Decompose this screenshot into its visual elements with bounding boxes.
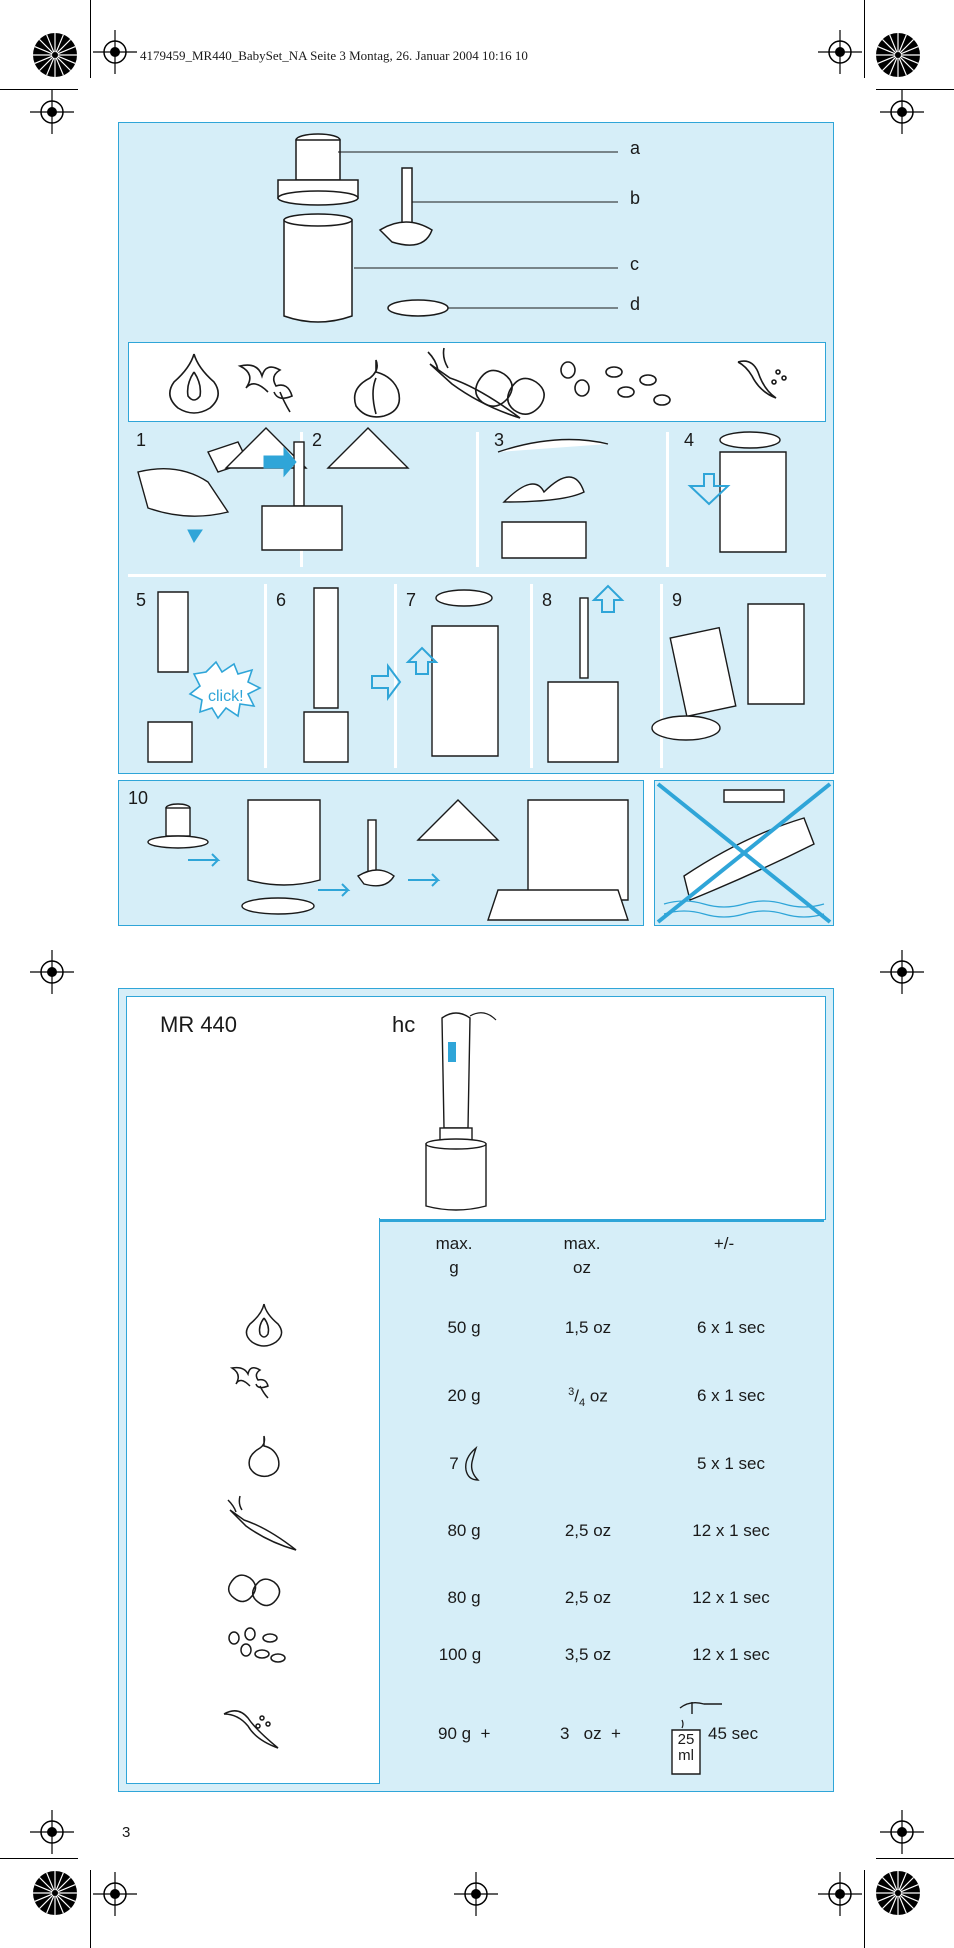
water-measure-icon xyxy=(671,1701,722,1775)
parsley-icon xyxy=(237,364,293,413)
step-number-7: 7 xyxy=(406,590,417,610)
step-divider xyxy=(476,432,479,567)
row2-g: 20 g xyxy=(447,1386,481,1405)
chili-icon xyxy=(737,360,787,399)
carrot-icon xyxy=(427,347,521,419)
crop-line xyxy=(0,1858,78,1859)
row2-oz-unit: oz xyxy=(585,1386,608,1406)
row7-oz: 3 oz + xyxy=(560,1724,621,1743)
col-header-max-g-line1: max. xyxy=(435,1234,473,1253)
row4-g: 80 g xyxy=(447,1521,481,1540)
walnut-icon xyxy=(227,1574,281,1607)
food-strip xyxy=(128,342,826,422)
step-divider xyxy=(530,584,533,768)
row2-time: 6 x 1 sec xyxy=(696,1386,766,1405)
row1-time: 6 x 1 sec xyxy=(696,1318,766,1337)
click-burst xyxy=(188,660,262,720)
row3-time: 5 x 1 sec xyxy=(696,1454,766,1473)
onion-icon xyxy=(245,1303,283,1347)
blender-with-chopper-illustration xyxy=(425,1012,497,1211)
col-header-max-oz-line1: max. xyxy=(563,1234,601,1253)
onion-icon xyxy=(169,353,219,414)
water-amount-value: 25 xyxy=(677,1731,695,1748)
crop-line xyxy=(864,0,865,78)
row2-oz-denominator: 4 xyxy=(579,1397,586,1410)
step-number-2: 2 xyxy=(312,430,323,450)
row3-count: 7 xyxy=(449,1454,459,1473)
row5-time: 12 x 1 sec xyxy=(692,1588,770,1607)
row6-oz: 3,5 oz xyxy=(564,1645,612,1664)
step-number-10: 10 xyxy=(128,788,149,808)
print-header: 4179459_MR440_BabySet_NA Seite 3 Montag,… xyxy=(140,48,528,63)
chili-icon xyxy=(223,1710,279,1749)
parsley-icon xyxy=(229,1366,269,1399)
nuts-icon xyxy=(560,361,671,406)
col-header-max-oz-line2: oz xyxy=(573,1258,591,1277)
row6-g: 100 g xyxy=(438,1645,482,1664)
step-number-5: 5 xyxy=(136,590,147,610)
step-illustrations xyxy=(137,427,805,763)
food-column xyxy=(126,1218,380,1784)
garlic-icon xyxy=(353,359,401,418)
click-label: click! xyxy=(208,688,244,705)
model-name: MR 440 xyxy=(160,1012,238,1037)
step-divider xyxy=(128,574,826,577)
row7-g: 90 g + xyxy=(438,1724,491,1743)
attachment-name: hc xyxy=(392,1012,416,1037)
crop-line xyxy=(876,89,954,90)
col-header-max-g-line2: g xyxy=(449,1258,459,1277)
step-divider xyxy=(660,584,663,768)
part-label-a: a xyxy=(630,138,641,158)
row5-oz: 2,5 oz xyxy=(564,1588,612,1607)
crop-line xyxy=(90,1870,91,1948)
step-divider xyxy=(666,432,669,567)
col-header-time: +/- xyxy=(713,1234,735,1253)
header-rule xyxy=(380,1220,824,1222)
no-immerse-icon xyxy=(656,782,832,924)
col-header-max-oz: max. oz xyxy=(542,1232,622,1280)
row4-time: 12 x 1 sec xyxy=(692,1521,770,1540)
part-label-c: c xyxy=(630,254,639,274)
dishwasher-illustration xyxy=(147,799,629,921)
row6-time: 12 x 1 sec xyxy=(692,1645,770,1664)
water-amount: 25 ml xyxy=(672,1732,700,1764)
row4-oz: 2,5 oz xyxy=(564,1521,612,1540)
row2-oz-numerator: 3 xyxy=(568,1386,575,1398)
crop-line xyxy=(90,0,91,78)
part-label-d: d xyxy=(630,294,641,314)
carrot-icon xyxy=(227,1495,297,1551)
table-food-icons xyxy=(223,1303,297,1749)
step-divider xyxy=(264,584,267,768)
row2-oz: 3/4 oz xyxy=(568,1386,608,1410)
page-number: 3 xyxy=(122,1824,131,1841)
crop-line xyxy=(864,1870,865,1948)
crop-line xyxy=(0,89,78,90)
step-number-6: 6 xyxy=(276,590,287,610)
row1-oz: 1,5 oz xyxy=(564,1318,612,1337)
garlic-clove-icon xyxy=(465,1445,480,1481)
row1-g: 50 g xyxy=(447,1318,481,1337)
nuts-icon xyxy=(228,1627,286,1663)
col-header-max-g: max. g xyxy=(414,1232,494,1280)
garlic-icon xyxy=(248,1435,280,1478)
walnut-icon xyxy=(474,369,545,415)
part-label-b: b xyxy=(630,188,641,208)
water-amount-unit: ml xyxy=(678,1747,694,1764)
row7-time: 45 sec xyxy=(708,1724,759,1743)
step-number-4: 4 xyxy=(684,430,695,450)
step-number-1: 1 xyxy=(136,430,147,450)
step-number-8: 8 xyxy=(542,590,553,610)
step-number-3: 3 xyxy=(494,430,505,450)
row5-g: 80 g xyxy=(447,1588,481,1607)
parts-illustration xyxy=(277,133,618,323)
step-number-9: 9 xyxy=(672,590,683,610)
crop-line xyxy=(876,1858,954,1859)
food-icons-row xyxy=(169,347,787,419)
